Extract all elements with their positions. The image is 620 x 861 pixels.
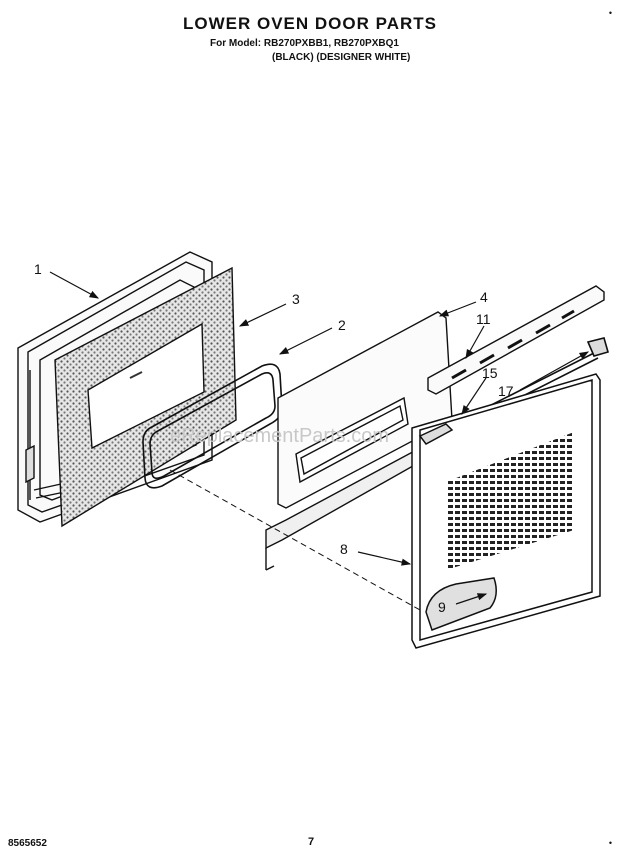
leader-arrows [49, 271, 590, 605]
callout-2: 2 [338, 317, 346, 333]
callout-15: 15 [482, 365, 498, 381]
corner-mark-top: • [608, 8, 612, 18]
callout-9: 9 [438, 599, 446, 615]
color-line: (BLACK) (DESIGNER WHITE) [272, 52, 411, 63]
callout-3: 3 [292, 291, 300, 307]
document-number: 8565652 [8, 838, 47, 849]
callout-17: 17 [498, 383, 514, 399]
window-gasket [142, 363, 283, 489]
outer-door-panel [411, 373, 601, 649]
callout-11: 11 [476, 311, 491, 327]
door-liner [265, 311, 453, 571]
alignment-line [169, 469, 421, 611]
callout-8: 8 [340, 541, 348, 557]
vent-trim [427, 285, 605, 395]
callout-4: 4 [480, 289, 488, 305]
page-number: 7 [308, 836, 315, 848]
page-title: LOWER OVEN DOOR PARTS [183, 14, 437, 33]
corner-mark-bottom: • [608, 838, 612, 848]
model-line: For Model: RB270PXBB1, RB270PXBQ1 [210, 38, 399, 49]
watermark: eReplacementParts.com [170, 425, 389, 447]
callout-1: 1 [34, 261, 42, 277]
insulation-panel [54, 266, 237, 528]
